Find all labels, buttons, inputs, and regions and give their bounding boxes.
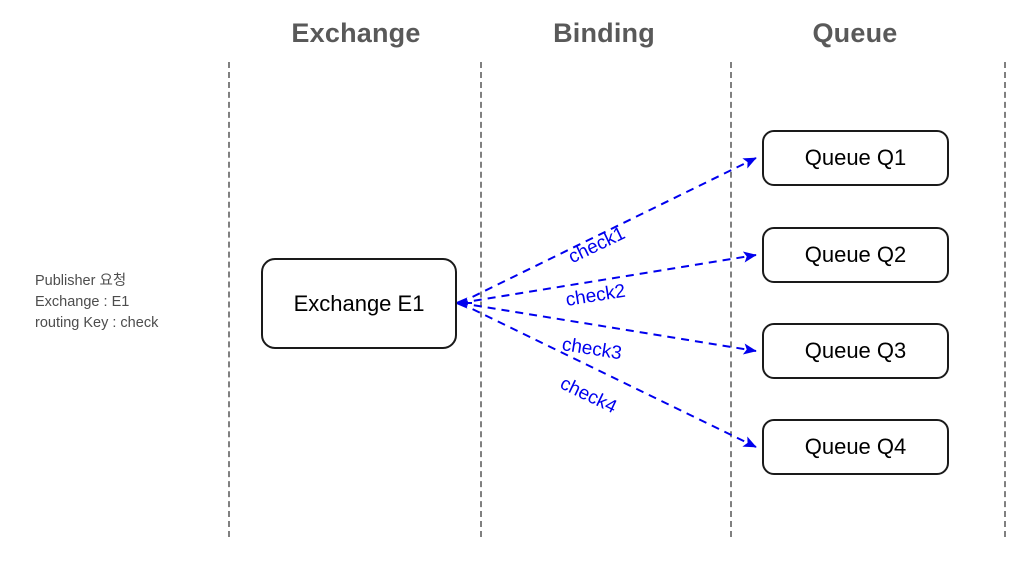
queue-node-q2[interactable]: Queue Q2	[762, 227, 949, 283]
queue-node-q3[interactable]: Queue Q3	[762, 323, 949, 379]
binding-line-check4	[459, 302, 757, 448]
column-header-exchange: Exchange	[291, 18, 421, 48]
swimlane-divider-3	[730, 62, 732, 537]
binding-label-check4: check4	[556, 373, 621, 419]
queue-node-q4[interactable]: Queue Q4	[762, 419, 949, 475]
binding-label-check3: check3	[560, 334, 624, 365]
binding-label-check1: check1	[565, 222, 629, 269]
swimlane-divider-1	[228, 62, 230, 537]
binding-label-check2: check2	[564, 280, 628, 311]
publisher-request-note: Publisher 요청 Exchange : E1 routing Key :…	[35, 273, 159, 331]
column-header-queue: Queue	[812, 18, 898, 48]
swimlane-divider-2	[480, 62, 482, 537]
column-header-binding: Binding	[553, 18, 655, 48]
queue-node-q1[interactable]: Queue Q1	[762, 130, 949, 186]
exchange-node-e1[interactable]: Exchange E1	[261, 258, 457, 349]
swimlane-divider-4	[1004, 62, 1006, 537]
